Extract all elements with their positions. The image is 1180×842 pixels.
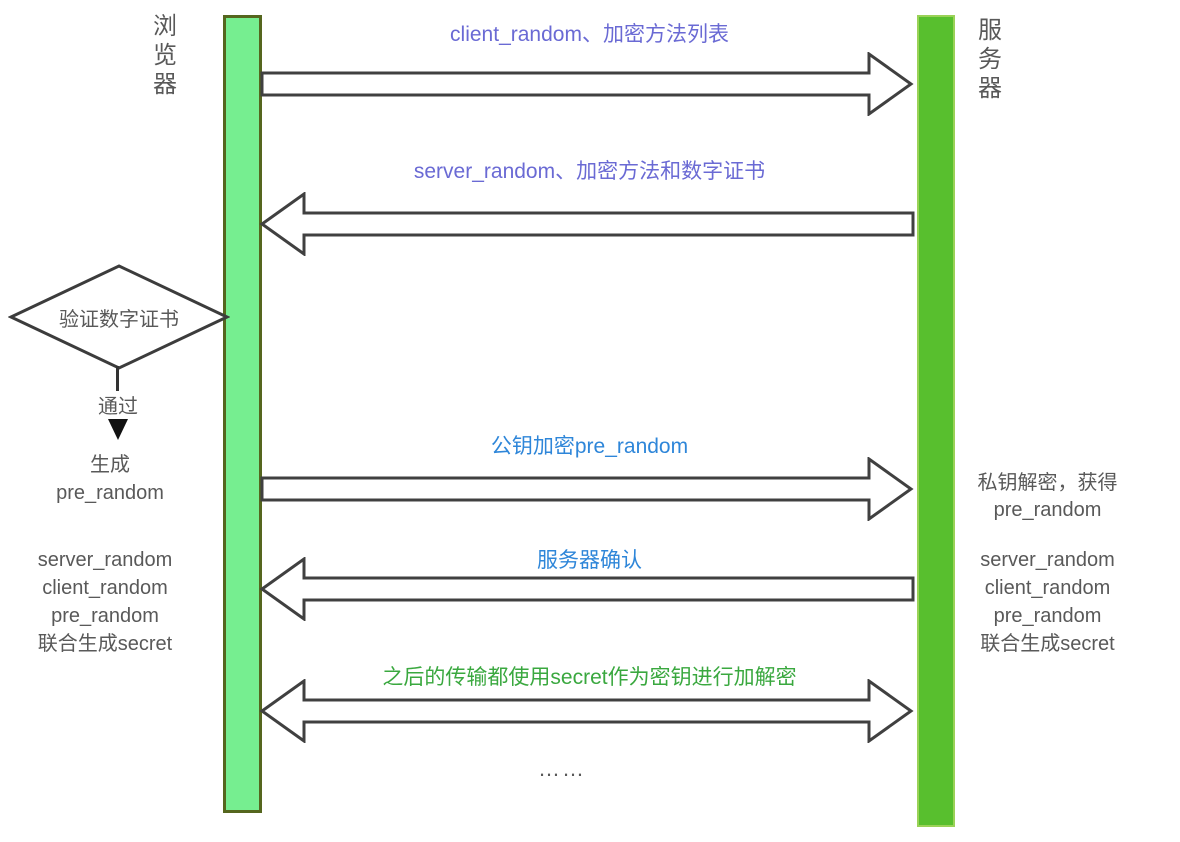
msg-server-confirm-label: 服务器确认	[537, 549, 642, 572]
server-label: 服务器	[978, 17, 1002, 102]
msg-pre-random-label: 公钥加密pre_random	[490, 435, 689, 458]
note-browser-generate-pre-random: 生成 pre_random	[56, 454, 164, 504]
msg-client-hello-label: client_random、加密方法列表	[450, 23, 729, 46]
note-browser-combine-secret: server_random client_random pre_random 联…	[37, 549, 173, 655]
decision-diamond	[8, 264, 230, 370]
note-server-decrypt-pre-random: 私钥解密，获得 pre_random	[977, 472, 1118, 521]
arrow-down-icon	[108, 419, 128, 440]
browser-lifeline	[223, 15, 262, 813]
decision-result-label: 通过	[98, 396, 138, 418]
arrow-server-confirm-left	[259, 557, 915, 621]
note-server-combine-secret: server_random client_random pre_random 联…	[980, 549, 1115, 655]
decision-connector-line	[116, 366, 119, 391]
server-lifeline	[917, 15, 955, 827]
arrow-secret-transfer-double	[259, 679, 914, 743]
ellipsis-label: ……	[538, 756, 586, 781]
browser-label: 浏览器	[153, 13, 177, 98]
arrow-server-hello-left	[259, 192, 915, 256]
arrow-client-hello-right	[260, 52, 914, 116]
decision-label: 验证数字证书	[59, 309, 179, 331]
msg-server-hello-label: server_random、加密方法和数字证书	[413, 160, 766, 183]
arrow-pre-random-right	[260, 457, 914, 521]
msg-secret-transfer-label: 之后的传输都使用secret作为密钥进行加解密	[382, 666, 797, 689]
